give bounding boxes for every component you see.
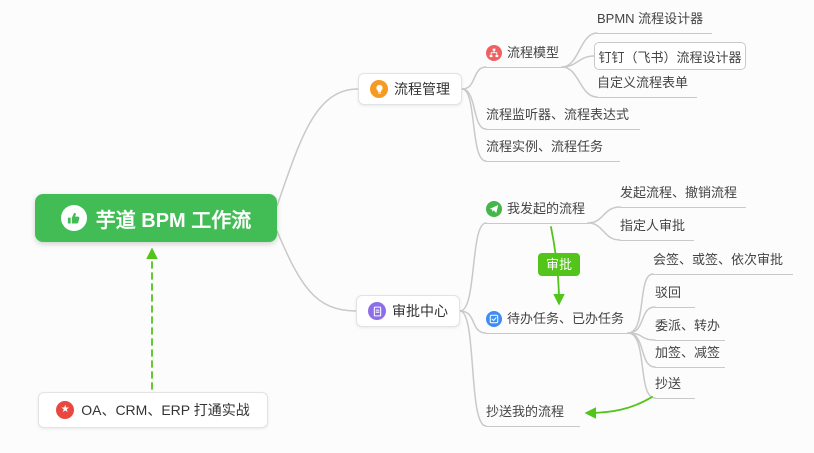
node-process-management[interactable]: 流程管理 [358,73,462,105]
node-label: 我发起的流程 [507,201,586,216]
link-todo-cc [627,332,656,399]
node-root-label: 芋道 BPM 工作流 [95,209,252,232]
node-add-reduce-sign[interactable]: 加签、减签 [655,344,725,368]
sitemap-icon [486,45,502,61]
node-dingtalk-designer[interactable]: 钉钉（飞书）流程设计器 [594,42,746,70]
node-label: 抄送 [655,376,682,391]
callout-approval[interactable]: 审批 [538,253,581,276]
node-label: 抄送我的流程 [486,404,565,419]
node-label: 流程模型 [507,45,560,60]
node-label: BPMN 流程设计器 [597,11,704,26]
link-pm-process-model [461,66,487,90]
link-model-bpmn [561,32,598,68]
node-reject[interactable]: 驳回 [655,284,695,308]
link-root-process-mgmt [276,88,359,207]
link-ac-my-initiated [459,222,487,312]
node-label: 指定人审批 [620,218,686,233]
node-todo-done[interactable]: 待办任务、已办任务 [486,310,628,334]
link-model-custom-form [561,66,598,98]
node-root[interactable]: 芋道 BPM 工作流 [35,194,277,242]
node-label: 审批中心 [392,303,448,319]
node-initiate-cancel[interactable]: 发起流程、撤销流程 [620,184,746,208]
star-icon: ★ [56,401,75,419]
thumbs-up-icon [60,205,87,231]
paper-plane-icon [486,201,502,217]
node-approval-center[interactable]: 审批中心 [356,295,460,327]
node-label: 流程监听器、流程表达式 [486,107,630,122]
node-cc-my-process[interactable]: 抄送我的流程 [486,403,580,427]
node-label: 流程管理 [394,81,450,97]
node-label: 待办任务、已办任务 [507,311,625,326]
node-label: 钉钉（飞书）流程设计器 [598,49,742,65]
link-mi-assigned-approval [587,222,621,241]
node-delegate-transfer[interactable]: 委派、转办 [655,317,725,341]
link-pm-instance [461,88,487,162]
link-root-approval-center [276,230,357,312]
checklist-icon [486,311,502,327]
node-custom-form[interactable]: 自定义流程表单 [597,74,697,98]
node-label: 发起流程、撤销流程 [620,185,738,200]
node-listener-expression[interactable]: 流程监听器、流程表达式 [486,106,640,130]
arrow-cc-to-cc-my-process [584,396,653,419]
node-instance-task[interactable]: 流程实例、流程任务 [486,138,620,162]
node-label: 委派、转办 [655,318,721,333]
link-ac-todo-done [459,310,487,334]
link-todo-reject [627,306,656,334]
node-label: 加签、减签 [655,345,721,360]
node-label: 流程实例、流程任务 [486,139,604,154]
node-label: 会签、或签、依次审批 [653,252,784,267]
callout-label: 审批 [546,257,573,272]
lightbulb-icon [370,80,388,98]
node-process-model[interactable]: 流程模型 [486,44,562,68]
document-icon [368,302,386,320]
node-assigned-approval[interactable]: 指定人审批 [620,217,694,241]
node-note-oa-crm-erp[interactable]: ★ OA、CRM、ERP 打通实战 [38,392,268,428]
link-mi-initiate-cancel [587,206,621,224]
link-todo-countersign [627,273,654,334]
node-label: 自定义流程表单 [597,75,689,90]
node-cc[interactable]: 抄送 [655,375,695,399]
node-label: 驳回 [655,285,682,300]
link-ac-cc-my-process [459,310,487,427]
node-countersign[interactable]: 会签、或签、依次审批 [653,251,793,275]
node-my-initiated[interactable]: 我发起的流程 [486,200,588,224]
node-note-label: OA、CRM、ERP 打通实战 [81,402,250,418]
node-bpmn-designer[interactable]: BPMN 流程设计器 [597,10,712,34]
